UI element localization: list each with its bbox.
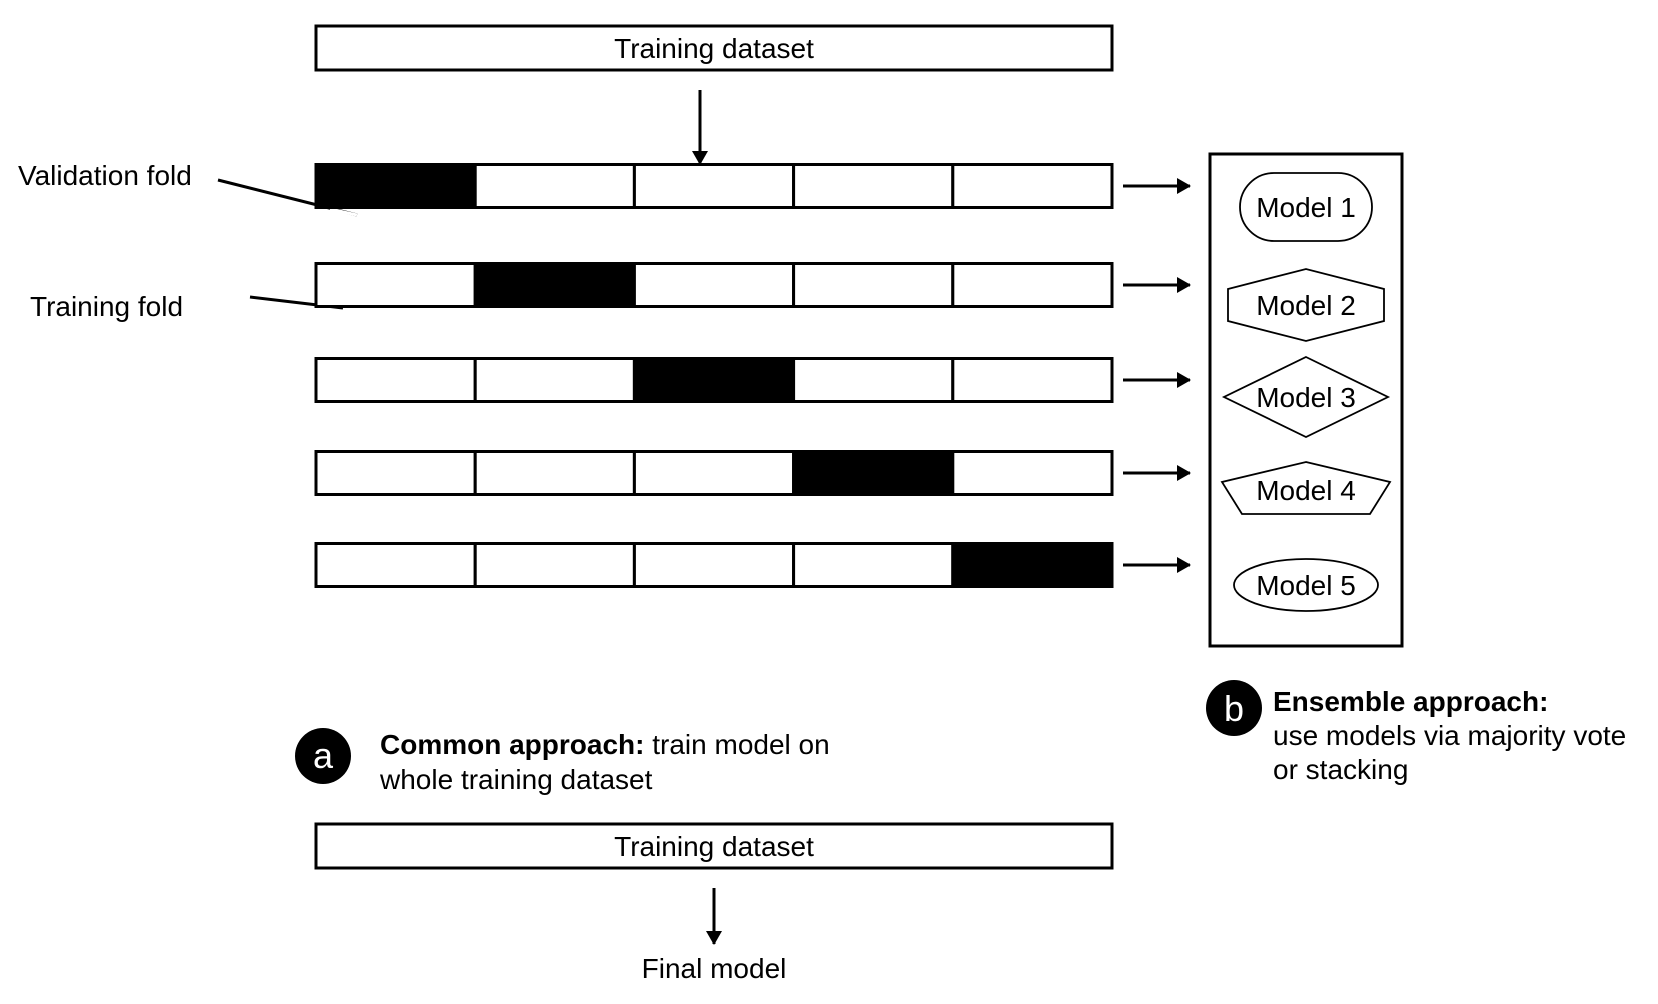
validation-fold-cell [314, 163, 477, 209]
section-b-line2: use models via majority vote [1273, 720, 1626, 751]
model-5: Model 5 [1233, 558, 1379, 612]
fold-row-outline [314, 542, 1114, 588]
model-4-pentagon-shape [1220, 461, 1392, 515]
top-training-dataset-box: Training dataset [314, 24, 1114, 72]
training-fold-cell [473, 163, 636, 209]
fold-row-1 [314, 163, 1114, 209]
validation-fold-label: Validation fold [18, 160, 192, 191]
fold-row-outline [314, 450, 1114, 496]
section-a-line1: Common approach: train model on [380, 729, 830, 760]
fold-row-outline [314, 163, 1114, 209]
training-fold-cell [792, 262, 955, 308]
section-a-line2: whole training dataset [379, 764, 653, 795]
bottom-training-dataset-box: Training dataset [314, 822, 1114, 870]
fold-rows [314, 163, 1191, 588]
final-model-label: Final model [642, 953, 787, 984]
training-fold-cell [314, 450, 477, 496]
model-1-stadium-shape [1239, 172, 1373, 242]
top-training-dataset-label: Training dataset [614, 33, 814, 64]
training-fold-cell [473, 542, 636, 588]
model-5-ellipse-shape [1233, 558, 1379, 612]
training-fold-cell [632, 450, 796, 496]
validation-fold-cell [951, 542, 1114, 588]
training-fold-cell [632, 542, 796, 588]
fold-row-2 [314, 262, 1114, 308]
training-fold-cell [632, 163, 796, 209]
fold-row-4 [314, 450, 1114, 496]
bottom-training-dataset-label: Training dataset [614, 831, 814, 862]
fold-row-outline [314, 357, 1114, 403]
fold-row-5 [314, 542, 1114, 588]
training-fold-cell [632, 262, 796, 308]
training-fold-cell [951, 262, 1114, 308]
model-shapes: Model 1 Model 2 Model 3 Model 4 Model 5 [1220, 172, 1392, 612]
training-fold-cell [314, 542, 477, 588]
training-fold-cell [473, 450, 636, 496]
model-1: Model 1 [1239, 172, 1373, 242]
model-5-label: Model 5 [1256, 570, 1356, 601]
training-fold-cell [951, 450, 1114, 496]
training-fold-cell [951, 163, 1114, 209]
validation-fold-cell [632, 357, 796, 403]
training-fold-cell [792, 163, 955, 209]
model-2: Model 2 [1227, 268, 1385, 342]
badge-a-letter: a [313, 735, 334, 776]
fold-row-3 [314, 357, 1114, 403]
model-4: Model 4 [1220, 461, 1392, 515]
model-3-label: Model 3 [1256, 382, 1356, 413]
model-2-label: Model 2 [1256, 290, 1356, 321]
validation-fold-leader-tip [329, 207, 358, 217]
training-fold-label: Training fold [30, 291, 183, 322]
badge-a [295, 728, 351, 784]
model-4-label: Model 4 [1256, 475, 1356, 506]
training-fold-cell [473, 357, 636, 403]
badge-b-letter: b [1224, 688, 1244, 729]
section-b: b Ensemble approach: use models via majo… [1206, 680, 1626, 785]
model-3: Model 3 [1221, 355, 1391, 439]
fold-row-outline [314, 262, 1114, 308]
validation-fold-cell [473, 262, 636, 308]
model-2-hexagon-shape [1227, 268, 1385, 342]
model-1-label: Model 1 [1256, 192, 1356, 223]
training-fold-cell [314, 357, 477, 403]
section-a-line1-rest: train model on [644, 729, 829, 760]
model-3-diamond-shape [1221, 355, 1391, 439]
section-b-line3: or stacking [1273, 754, 1408, 785]
training-fold-cell [792, 357, 955, 403]
training-fold-cell [792, 542, 955, 588]
section-a-bold: Common approach: [380, 729, 644, 760]
section-a: a Common approach: train model on whole … [295, 728, 830, 795]
badge-b [1206, 680, 1262, 736]
validation-fold-cell [792, 450, 955, 496]
training-fold-cell [951, 357, 1114, 403]
section-b-line1: Ensemble approach: [1273, 686, 1548, 717]
training-fold-cell [314, 262, 477, 308]
